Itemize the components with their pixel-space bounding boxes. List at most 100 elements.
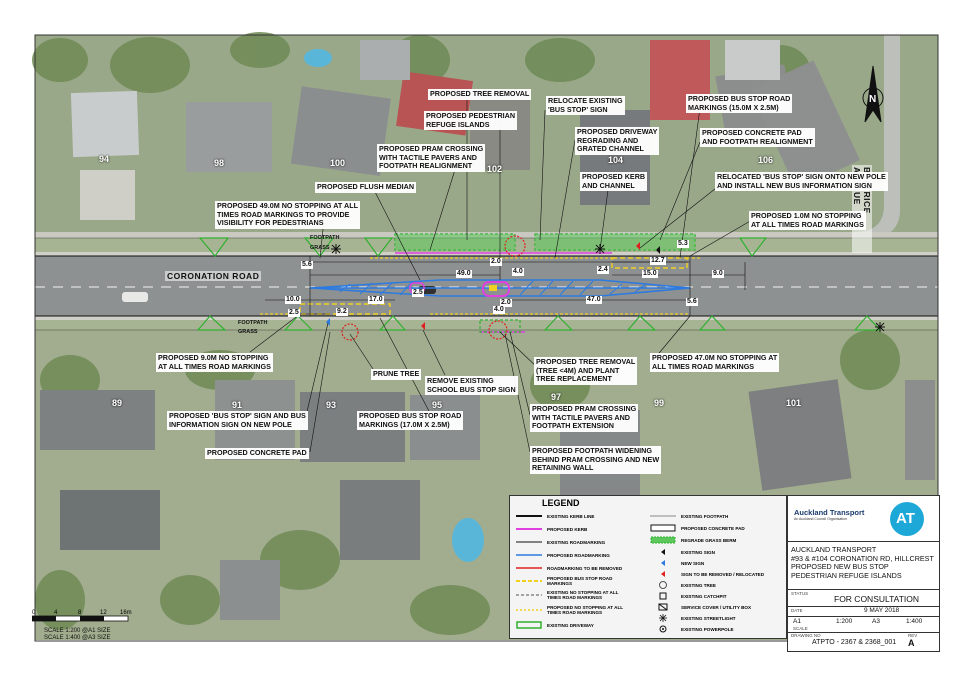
streetlight-icon xyxy=(650,614,676,622)
dimension-label: 5.6 xyxy=(686,298,698,306)
annotation-concrete-pad-north: PROPOSED CONCRETE PAD AND FOOTPATH REALI… xyxy=(700,128,815,148)
house-number: 99 xyxy=(654,398,665,408)
legend-item: EXISTING NO STOPPING AT ALL TIMES ROAD M… xyxy=(516,590,626,600)
annotation-relocated-bus-sign: RELOCATED 'BUS STOP' SIGN ONTO NEW POLE … xyxy=(715,172,888,192)
legend-symbol xyxy=(516,591,542,599)
scale-bar: 0 4 8 12 16m xyxy=(32,610,132,622)
annotation-pram-crossing-south: PROPOSED PRAM CROSSING WITH TACTILE PAVE… xyxy=(530,404,639,432)
revision-value: A xyxy=(908,638,915,648)
project-title: PROPOSED NEW BUS STOP PEDESTRIAN REFUGE … xyxy=(791,562,902,580)
a1-scale: 1:200 xyxy=(836,618,853,625)
project-info: AUCKLAND TRANSPORT #93 & #104 CORONATION… xyxy=(791,545,936,580)
label-footpath-south: FOOTPATH xyxy=(238,320,268,326)
dimension-label: 49.0 xyxy=(456,270,472,278)
annotation-bus-stop-sign-new-pole: PROPOSED 'BUS STOP' SIGN AND BUS INFORMA… xyxy=(167,411,308,431)
status-value: FOR CONSULTATION xyxy=(834,594,919,604)
legend-item: EXISTING DRIVEWAY xyxy=(516,621,594,629)
annotation-prune-tree: PRUNE TREE xyxy=(371,369,422,380)
legend-symbol xyxy=(516,512,542,520)
dimension-label: 9.0 xyxy=(712,270,724,278)
new-sign-icon xyxy=(650,559,676,567)
annotation-bus-stop-markings-17m: PROPOSED BUS STOP ROAD MARKINGS (17.0m x… xyxy=(357,411,464,431)
legend-item: PROPOSED ROADMARKING xyxy=(516,551,610,559)
legend-label: SIGN TO BE REMOVED / RELOCATED xyxy=(681,571,765,577)
annotation-footpath-widening: PROPOSED FOOTPATH WIDENING BEHIND PRAM C… xyxy=(530,446,662,474)
dimension-label: 2.5 xyxy=(412,289,424,297)
dimension-label: 2.0 xyxy=(500,299,512,307)
legend-item: EXISTING KERB LINE xyxy=(516,512,594,520)
dimension-label: 2.0 xyxy=(490,258,502,266)
scale-tick: 4 xyxy=(54,610,58,616)
legend-item: ROADMARKING TO BE REMOVED xyxy=(516,564,622,572)
catchpit-icon xyxy=(650,592,676,600)
annotation-tree-removal: PROPOSED TREE REMOVAL xyxy=(428,89,532,100)
legend-symbol xyxy=(516,564,542,572)
annotation-concrete-pad-south: PROPOSED CONCRETE PAD xyxy=(205,448,309,459)
legend-label: EXISTING KERB LINE xyxy=(547,513,595,519)
date-label: DATE xyxy=(791,608,803,613)
legend-label: REGRADE GRASS BERM xyxy=(681,537,737,543)
annotation-relocate-bus-stop-sign: RELOCATE EXISTING 'BUS STOP' SIGN xyxy=(546,96,625,116)
rev-label: REV xyxy=(908,633,918,638)
scale-text: SCALE 1:200 @A1 SIZE SCALE 1:400 @A3 SIZ… xyxy=(44,628,110,642)
legend-item: PROPOSED BUS STOP ROAD MARKINGS xyxy=(516,576,626,586)
house-number: 102 xyxy=(487,164,503,174)
project-address: #93 & #104 CORONATION RD, HILLCREST xyxy=(791,553,934,563)
legend-item: SIGN TO BE REMOVED / RELOCATED xyxy=(650,570,764,578)
annotation-no-stopping-49m: PROPOSED 49.0m NO STOPPING AT ALL TIMES … xyxy=(215,201,360,229)
legend-label: PROPOSED BUS STOP ROAD MARKINGS xyxy=(547,576,613,586)
annotation-kerb-channel: PROPOSED KERB AND CHANNEL xyxy=(580,172,648,192)
legend-symbol xyxy=(516,551,542,559)
legend-symbol xyxy=(516,621,542,629)
legend-symbol xyxy=(650,536,676,544)
title-block: Auckland Transport An Auckland Council O… xyxy=(787,495,940,652)
house-number: 97 xyxy=(551,392,562,402)
legend-item: EXISTING POWERPOLE xyxy=(650,625,734,633)
annotation-tree-removal-south: PROPOSED TREE REMOVAL (TREE <4m) AND PLA… xyxy=(534,357,638,385)
legend-symbol xyxy=(650,524,676,532)
drawing-no-label: DRAWING NO xyxy=(791,633,821,638)
legend-label: PROPOSED CONCRETE PAD xyxy=(681,525,745,531)
scale-line-1: SCALE 1:200 @A1 SIZE xyxy=(44,628,111,634)
house-number: 106 xyxy=(758,155,774,165)
legend-label: EXISTING FOOTPATH xyxy=(681,513,729,519)
removed-sign-icon xyxy=(650,570,676,578)
legend-title: LEGEND xyxy=(542,498,580,508)
legend-label: NEW SIGN xyxy=(681,560,705,566)
annotation-remove-school-bus-sign: REMOVE EXISTING SCHOOL BUS STOP SIGN xyxy=(425,376,518,396)
house-number: 93 xyxy=(326,400,337,410)
legend-item: PROPOSED CONCRETE PAD xyxy=(650,524,745,532)
legend-item: EXISTING FOOTPATH xyxy=(650,512,728,520)
dimension-label: 2.5 xyxy=(288,309,300,317)
legend-item: EXISTING ROADMARKING xyxy=(516,538,605,546)
annotation-no-stopping-1m: PROPOSED 1.0m NO STOPPING AT ALL TIMES R… xyxy=(749,211,866,231)
tree-icon xyxy=(650,581,676,589)
legend-item: SERVICE COVER / UTILITY BOX xyxy=(650,603,751,611)
logo-subtext: An Auckland Council Organisation xyxy=(794,517,847,521)
house-number: 89 xyxy=(112,398,123,408)
existing-sign-icon xyxy=(650,548,676,556)
scale-tick: 16m xyxy=(120,610,132,616)
logo-text: Auckland Transport xyxy=(794,508,865,517)
annotation-flush-median: PROPOSED FLUSH MEDIAN xyxy=(315,182,417,193)
scale-label: SCALE xyxy=(793,626,808,631)
legend-label: SERVICE COVER / UTILITY BOX xyxy=(681,604,752,610)
legend-label: EXISTING NO STOPPING AT ALL TIMES ROAD M… xyxy=(547,590,619,600)
legend-label: EXISTING TREE xyxy=(681,582,716,588)
scale-tick: 0 xyxy=(32,610,36,616)
legend-item: REGRADE GRASS BERM xyxy=(650,536,736,544)
house-number: 95 xyxy=(432,400,443,410)
status-label: STATUS xyxy=(791,591,809,596)
dimension-label: 5.3 xyxy=(677,240,689,248)
house-number: 94 xyxy=(99,154,110,164)
house-number: 98 xyxy=(214,158,225,168)
a1-label: A1 xyxy=(793,618,801,625)
dimension-label: 5.6 xyxy=(301,261,313,269)
a3-scale: 1:400 xyxy=(906,618,923,625)
dimension-label: 10.0 xyxy=(285,296,301,304)
house-number: 101 xyxy=(786,398,802,408)
legend-item: EXISTING SIGN xyxy=(650,548,715,556)
house-number: 100 xyxy=(330,158,346,168)
label-grass-north: GRASS xyxy=(310,245,330,251)
